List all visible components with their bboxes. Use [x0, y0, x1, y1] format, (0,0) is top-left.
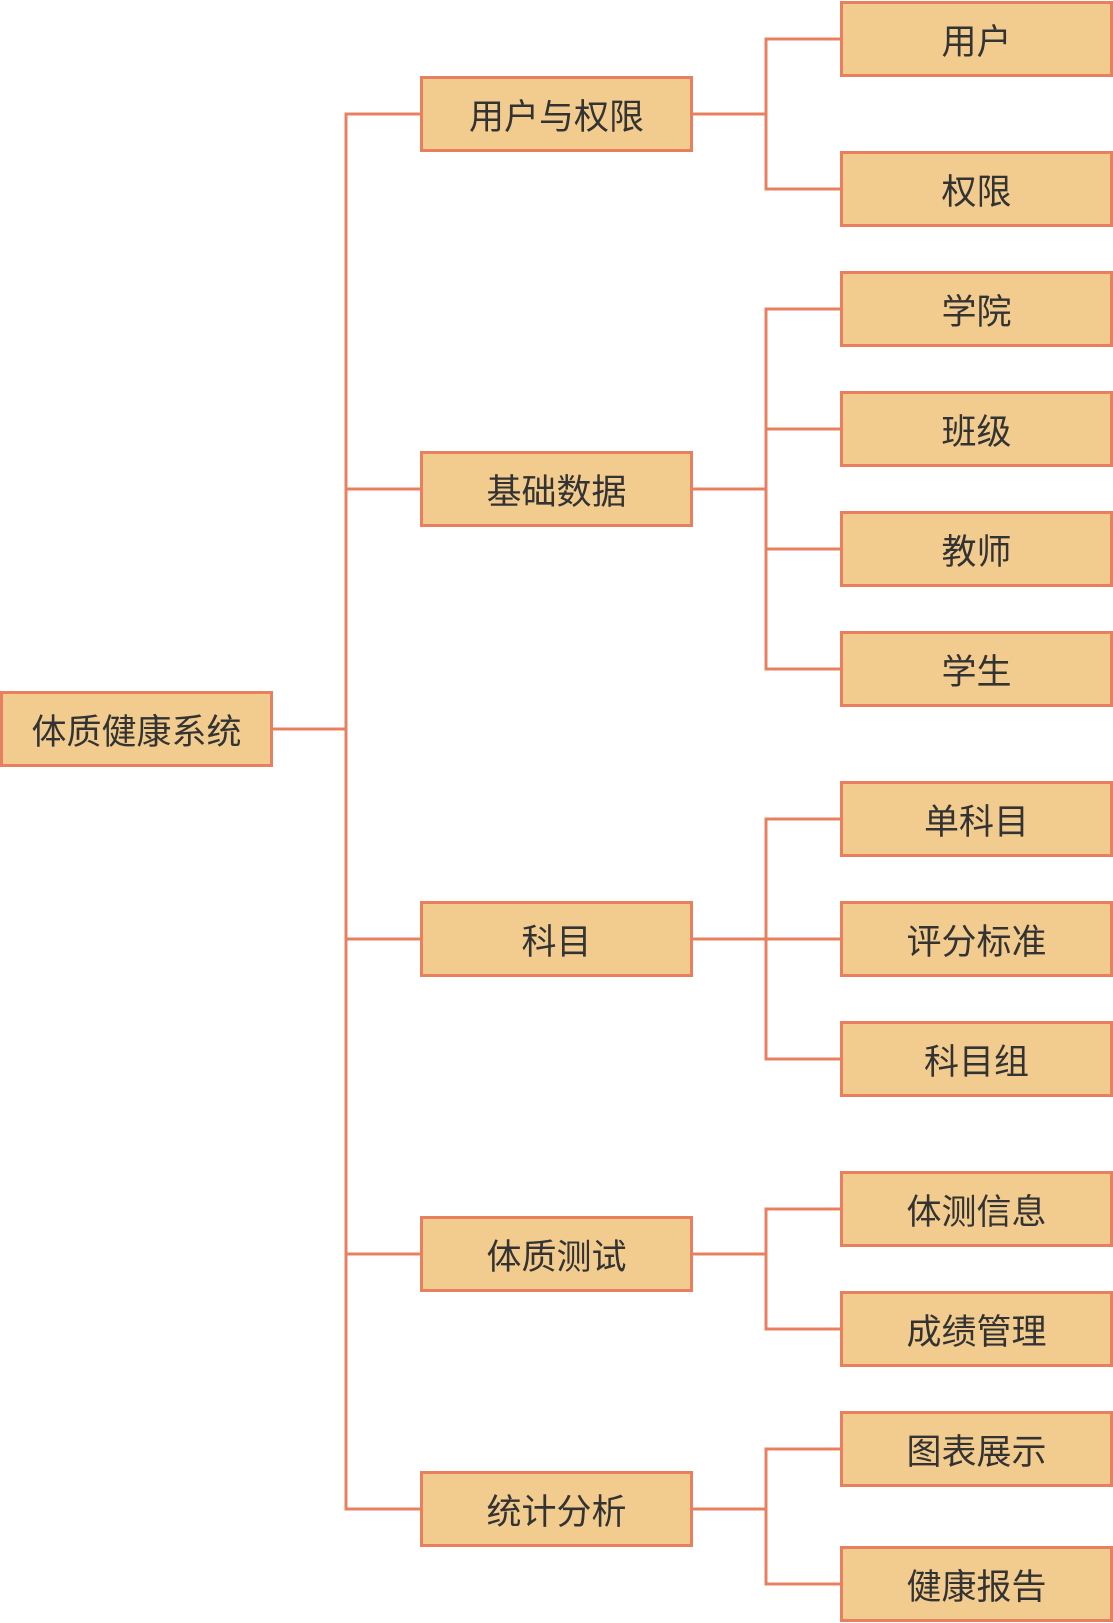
branch-node-label: 用户与权限	[468, 97, 644, 138]
root-node-label: 体质健康系统	[31, 712, 242, 753]
branch-node-physical-test[interactable]: 体质测试	[420, 1216, 693, 1292]
leaf-node-class[interactable]: 班级	[840, 391, 1113, 467]
branch-node-label: 体质测试	[486, 1237, 627, 1278]
leaf-node-label: 学院	[941, 292, 1012, 333]
leaf-node-subject-group[interactable]: 科目组	[840, 1021, 1113, 1097]
leaf-node-label: 用户	[941, 22, 1012, 63]
leaf-node-label: 班级	[941, 412, 1012, 453]
leaf-node-health-report[interactable]: 健康报告	[840, 1546, 1113, 1622]
branch-node-subject[interactable]: 科目	[420, 901, 693, 977]
leaf-node-label: 权限	[941, 172, 1012, 213]
branch-node-label: 基础数据	[486, 472, 627, 513]
branch-node-user-permission[interactable]: 用户与权限	[420, 76, 693, 152]
leaf-node-label: 学生	[941, 652, 1012, 693]
leaf-node-label: 教师	[941, 532, 1012, 573]
branch-node-label: 统计分析	[486, 1492, 627, 1533]
leaf-node-scoring-standard[interactable]: 评分标准	[840, 901, 1113, 977]
leaf-node-chart-display[interactable]: 图表展示	[840, 1411, 1113, 1487]
leaf-node-user[interactable]: 用户	[840, 1, 1113, 77]
leaf-node-teacher[interactable]: 教师	[840, 511, 1113, 587]
leaf-node-label: 图表展示	[906, 1432, 1047, 1473]
leaf-node-college[interactable]: 学院	[840, 271, 1113, 347]
leaf-node-score-management[interactable]: 成绩管理	[840, 1291, 1113, 1367]
leaf-node-label: 成绩管理	[906, 1312, 1047, 1353]
leaf-node-test-info[interactable]: 体测信息	[840, 1171, 1113, 1247]
leaf-node-student[interactable]: 学生	[840, 631, 1113, 707]
leaf-node-label: 健康报告	[906, 1567, 1047, 1608]
branch-node-basic-data[interactable]: 基础数据	[420, 451, 693, 527]
leaf-node-permission[interactable]: 权限	[840, 151, 1113, 227]
branch-node-label: 科目	[521, 922, 592, 963]
leaf-node-label: 体测信息	[906, 1192, 1047, 1233]
leaf-node-label: 单科目	[923, 802, 1029, 843]
leaf-node-single-subject[interactable]: 单科目	[840, 781, 1113, 857]
branch-node-statistics[interactable]: 统计分析	[420, 1471, 693, 1547]
root-node[interactable]: 体质健康系统	[0, 691, 273, 767]
leaf-node-label: 科目组	[923, 1042, 1029, 1083]
leaf-node-label: 评分标准	[906, 922, 1047, 963]
